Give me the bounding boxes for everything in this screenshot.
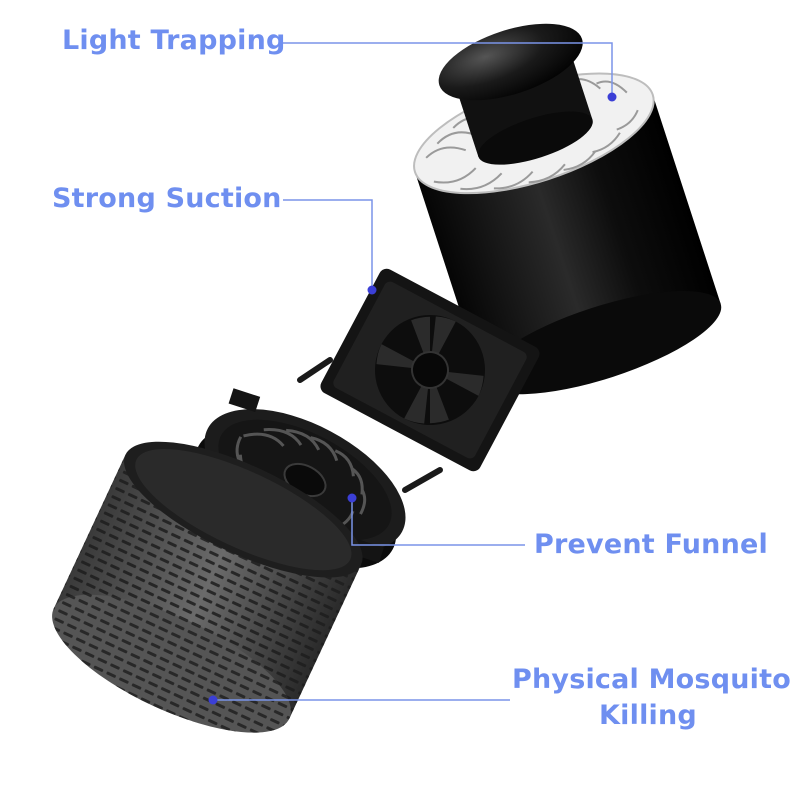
- strong-suction-leader: [283, 199, 373, 290]
- mesh-cup: [52, 441, 363, 733]
- light-trapping-leader: [280, 42, 613, 97]
- strong-suction-dot: [367, 285, 377, 295]
- callout-dots: [208, 92, 617, 705]
- prevent-funnel-leader: [351, 498, 525, 546]
- suction-fan: [320, 268, 540, 472]
- strong-suction-label: Strong Suction: [52, 183, 282, 214]
- prevent-funnel-dot: [347, 493, 357, 503]
- killing-line: Killing: [599, 700, 697, 731]
- light-trapping-dot: [607, 92, 617, 102]
- leader-lines: [213, 42, 613, 701]
- physical-mosquito-killing-label: Physical Mosquito Killing: [512, 662, 791, 734]
- physical-mosquito-line: Physical Mosquito: [512, 664, 791, 695]
- top-housing: [413, 23, 722, 395]
- light-trapping-label: Light Trapping: [62, 25, 286, 56]
- prevent-funnel-label: Prevent Funnel: [534, 529, 768, 560]
- physical-killing-dot: [208, 695, 218, 705]
